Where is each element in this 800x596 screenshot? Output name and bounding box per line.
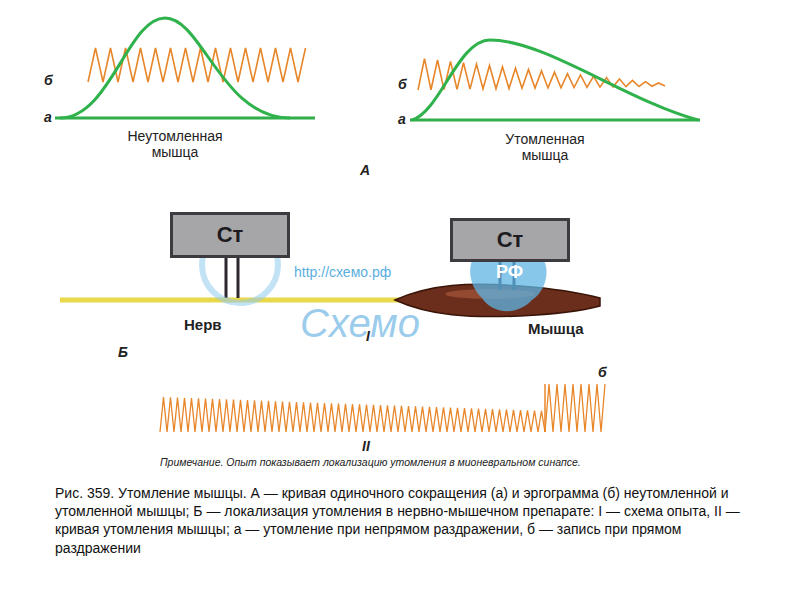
part-name: Нерв (184, 316, 222, 333)
fatigue-curve (160, 384, 605, 432)
curve-letter: б (598, 364, 607, 380)
curve-letter: а (44, 109, 52, 125)
curve-letter: б (44, 72, 53, 88)
callout-number: II (362, 438, 370, 454)
panel-letter: Б (118, 344, 128, 360)
stimulator-label: Ст (217, 222, 244, 248)
curve-letter: б (398, 76, 407, 92)
watermark: РФ (496, 262, 523, 283)
note: Примечание. Опыт показывает локализацию … (160, 456, 581, 468)
zigzag (545, 384, 605, 432)
plot-title: Утомленная мышца (490, 131, 600, 163)
stimulator-box: Ст (450, 218, 570, 262)
baseline (410, 119, 700, 122)
plot-title: Неутомленная мышца (115, 128, 235, 160)
ergogram (418, 59, 665, 90)
contraction-curve (60, 18, 290, 118)
zigzag (418, 59, 665, 90)
curve-letter: а (398, 111, 406, 127)
stimulator-label: Ст (497, 227, 524, 253)
watermark: http://схемо.рф (294, 264, 391, 280)
part-name: Мышца (528, 320, 584, 337)
watermark: Схемо (300, 300, 420, 346)
figure-caption: Рис. 359. Утомление мышцы. А — кривая од… (55, 484, 755, 557)
stimulator-box: Ст (170, 212, 290, 258)
zigzag (160, 397, 545, 432)
contraction-curve (412, 40, 698, 120)
panel-letter: А (360, 162, 370, 178)
